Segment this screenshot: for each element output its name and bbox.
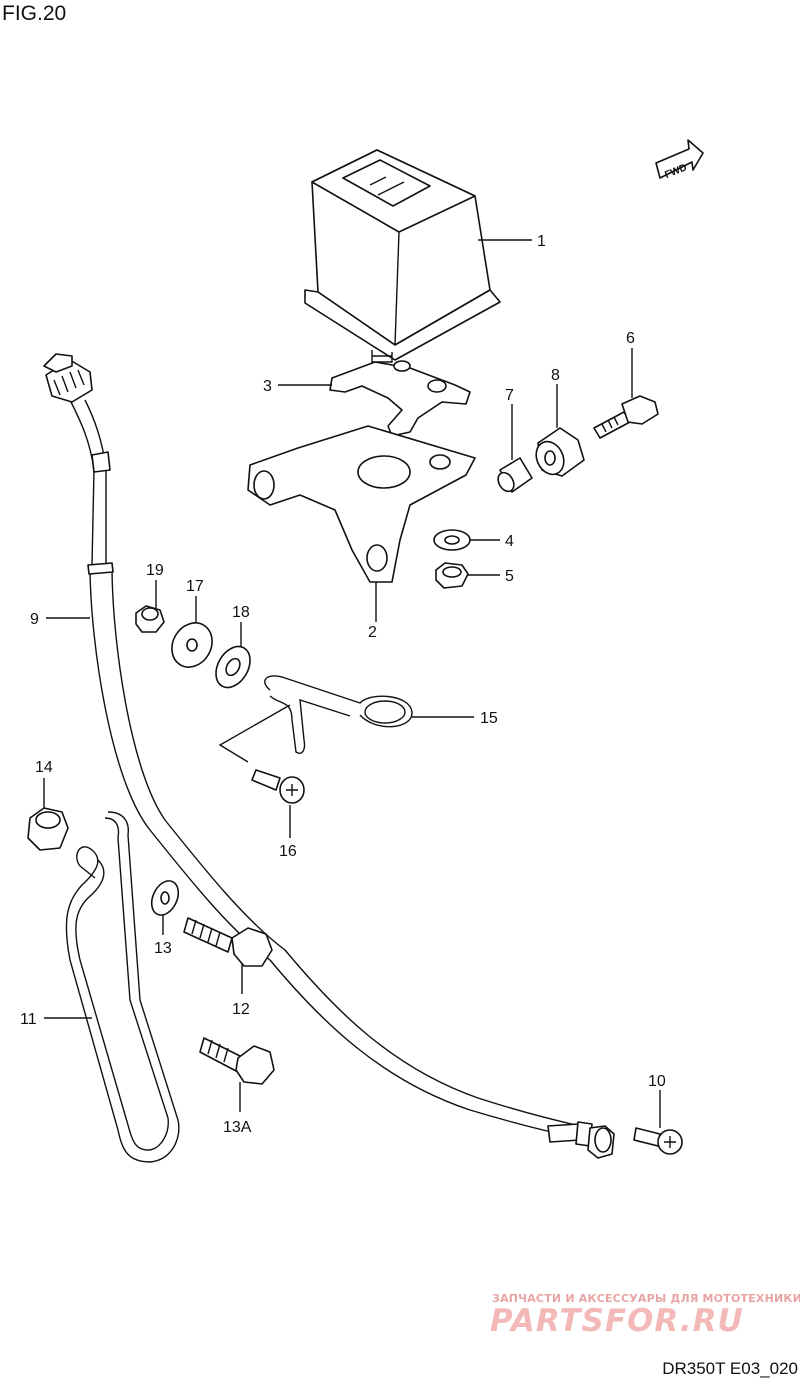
label-7: 7 xyxy=(505,387,514,404)
label-3: 3 xyxy=(263,378,272,395)
washer-17 xyxy=(171,622,213,668)
label-10: 10 xyxy=(648,1073,666,1090)
damper-plate xyxy=(329,360,471,437)
watermark-logo: PARTSFOR.RU xyxy=(490,1303,744,1339)
spacer xyxy=(497,457,533,493)
bolt-6 xyxy=(593,395,659,439)
label-15: 15 xyxy=(480,710,498,727)
washer-4 xyxy=(433,529,471,551)
fwd-arrow-icon: FWD xyxy=(655,139,704,181)
label-9: 9 xyxy=(30,611,39,628)
label-13: 13 xyxy=(154,940,172,957)
label-11: 11 xyxy=(20,1011,37,1028)
screw-10 xyxy=(633,1127,683,1155)
nut-5 xyxy=(435,562,469,589)
nut-14 xyxy=(27,807,69,851)
screw-16 xyxy=(251,769,305,804)
label-14: 14 xyxy=(35,759,53,776)
label-12: 12 xyxy=(232,1001,250,1018)
wire-guide xyxy=(65,811,180,1163)
leader-15-16 xyxy=(218,704,291,763)
nut-19 xyxy=(135,605,165,633)
meter-bracket xyxy=(247,425,476,583)
label-13a: 13A xyxy=(223,1119,252,1136)
watermark-tagline: ЗАПЧАСТИ И АКСЕССУАРЫ ДЛЯ МОТОТЕХНИКИ xyxy=(492,1292,800,1305)
label-17: 17 xyxy=(186,578,204,595)
bolt-13a xyxy=(199,1037,275,1085)
speedometer-cable xyxy=(43,353,615,1159)
washer-13 xyxy=(150,880,180,916)
label-16: 16 xyxy=(279,843,297,860)
figure-title: FIG.20 xyxy=(2,2,67,25)
lock-washer-18 xyxy=(215,645,251,689)
figure-code: DR350T E03_020 xyxy=(662,1359,798,1378)
label-18: 18 xyxy=(232,604,250,621)
label-4: 4 xyxy=(505,533,514,550)
label-8: 8 xyxy=(551,367,560,384)
cable-clamp xyxy=(264,675,413,754)
label-2: 2 xyxy=(368,624,377,641)
label-19: 19 xyxy=(146,562,164,579)
label-6: 6 xyxy=(626,330,635,347)
label-1: 1 xyxy=(537,233,546,250)
rubber-cushion xyxy=(535,427,585,477)
meter-body xyxy=(304,149,501,363)
label-5: 5 xyxy=(505,568,514,585)
bolt-12 xyxy=(183,917,273,967)
